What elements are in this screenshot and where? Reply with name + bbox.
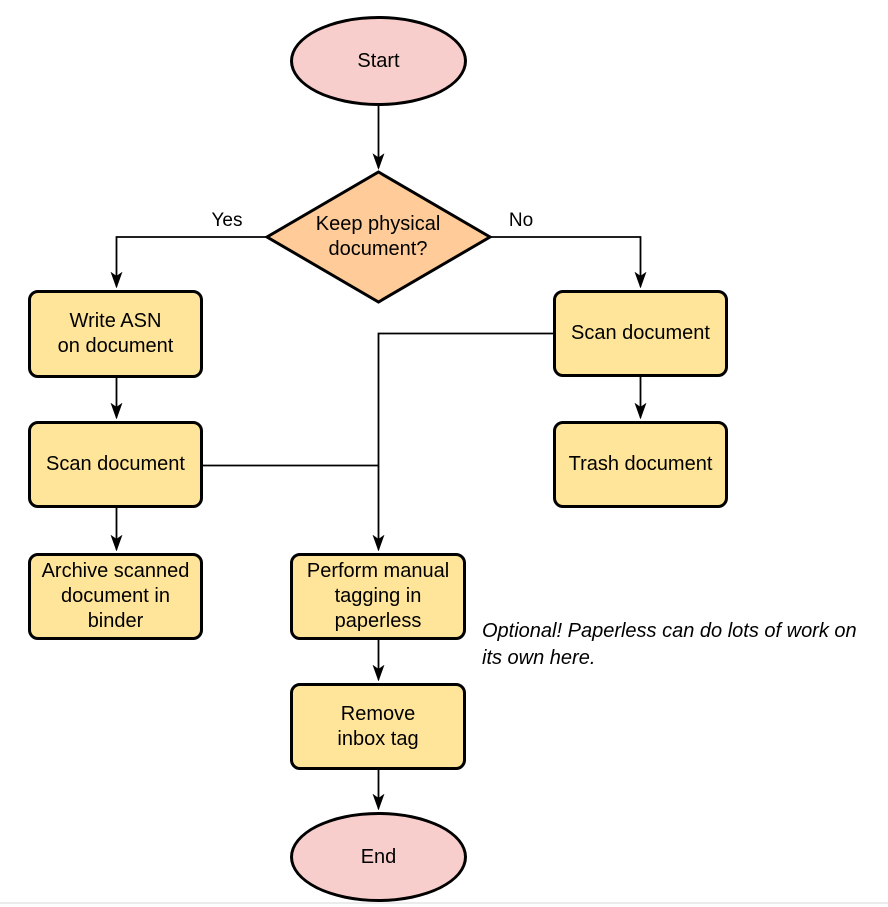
node-scan-document-left[interactable]: Scan document — [28, 421, 203, 508]
node-end-label: End — [360, 845, 397, 868]
edge-decision-no-to-scan-right — [490, 236, 641, 287]
node-remove-inbox-tag[interactable]: Remove inbox tag — [290, 683, 466, 770]
node-write-asn-label: Write ASN on document — [57, 310, 174, 357]
node-scan-document-right[interactable]: Scan document — [553, 290, 728, 377]
node-trash-document[interactable]: Trash document — [553, 421, 728, 508]
node-start-label: Start — [357, 49, 400, 72]
node-scan-right-label: Scan document — [571, 322, 710, 344]
edge-label-yes: Yes — [211, 210, 243, 231]
node-perform-manual-tagging[interactable]: Perform manual tagging in paperless — [290, 553, 466, 640]
node-decision-label: Keep physical document? — [315, 213, 441, 260]
node-tagging-label: Perform manual tagging in paperless — [306, 560, 450, 632]
edge-scan-right-to-tagging — [379, 332, 553, 550]
edge-decision-yes-to-write-asn — [117, 236, 266, 287]
node-archive-scanned-document[interactable]: Archive scanned document in binder — [28, 553, 203, 640]
node-remove-inbox-label: Remove inbox tag — [337, 702, 419, 750]
annotation-note: Optional! Paperless can do lots of work … — [482, 620, 857, 669]
bottom-divider — [0, 902, 888, 904]
node-decision-keep-physical-document[interactable]: Keep physical document? — [266, 172, 490, 302]
edge-label-no: No — [508, 210, 534, 231]
node-start[interactable]: Start — [290, 16, 467, 106]
node-end[interactable]: End — [290, 812, 467, 902]
node-archive-label: Archive scanned document in binder — [41, 560, 190, 632]
node-trash-label: Trash document — [568, 453, 713, 475]
decision-diamond-shape — [264, 170, 493, 304]
node-scan-left-label: Scan document — [46, 453, 185, 475]
node-write-asn-on-document[interactable]: Write ASN on document — [28, 290, 203, 378]
